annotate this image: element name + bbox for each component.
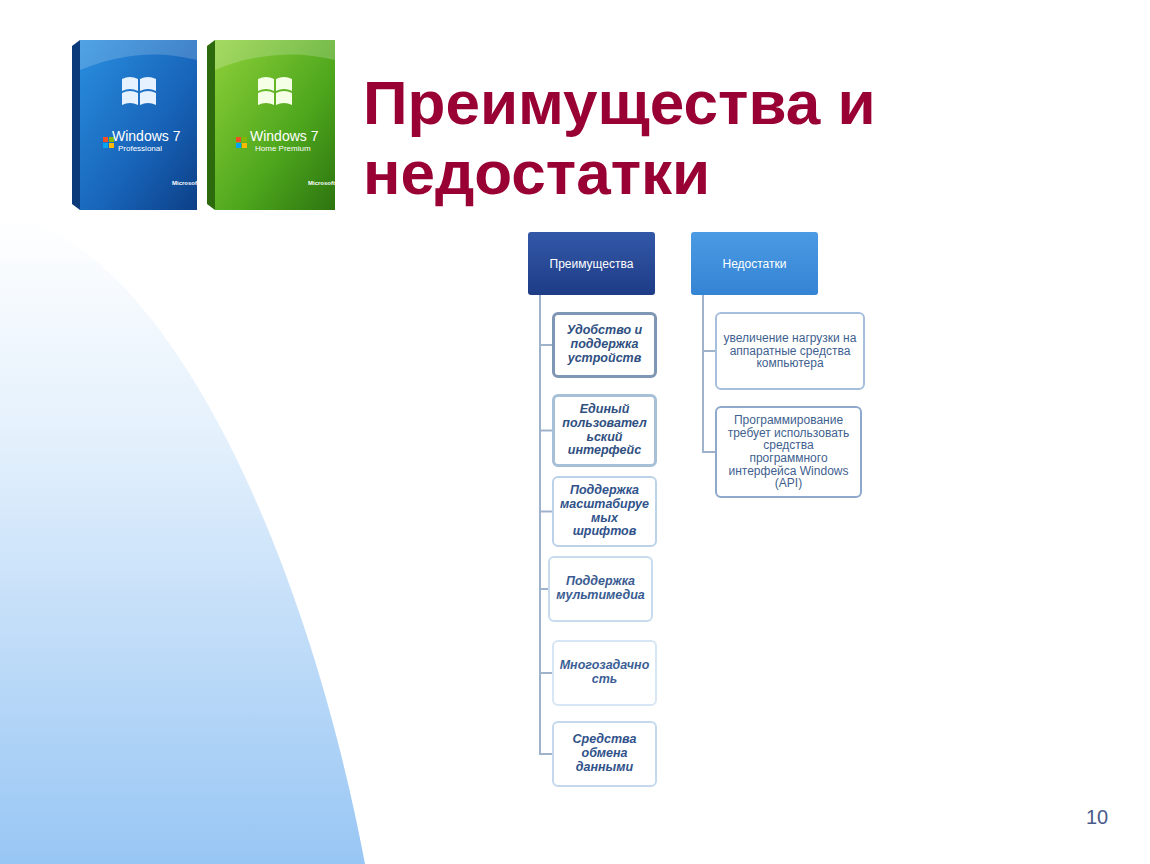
page-number: 10: [1086, 806, 1108, 829]
category-header: Преимущества: [528, 232, 655, 295]
box-text: Поддержка мультимедиа: [554, 575, 647, 603]
tree-connector: [540, 295, 552, 431]
advantage-box: Многозадачность: [552, 640, 657, 706]
tree-connector: [540, 295, 552, 754]
advantage-box: Поддержка масштабируемых шрифтов: [552, 476, 657, 547]
box-text: Поддержка масштабируемых шрифтов: [558, 484, 651, 539]
box-text: Удобство и поддержка устройств: [559, 324, 650, 365]
disadvantage-box: увеличение нагрузки на аппаратные средст…: [715, 312, 865, 390]
advantage-box: Средства обмена данными: [552, 721, 657, 787]
tree-connector: [703, 295, 715, 351]
category-header: Недостатки: [691, 232, 818, 295]
brand-name: Microsoft: [308, 180, 335, 187]
green-box: [207, 40, 335, 210]
advantage-box: Поддержка мультимедиа: [548, 556, 653, 622]
box-text: Недостатки: [691, 257, 818, 271]
tree-connector: [703, 295, 715, 452]
advantage-box: Удобство и поддержка устройств: [552, 312, 657, 378]
box-text: Программирование требует использовать ср…: [723, 414, 854, 490]
box-text: Единый пользовательский интерфейс: [559, 403, 650, 458]
box-text: Средства обмена данными: [558, 733, 651, 774]
box-text: Преимущества: [528, 257, 655, 271]
tree-connector: [540, 295, 548, 589]
windows-boxes: [0, 0, 400, 230]
edition-name: Professional: [118, 144, 162, 153]
edition-name: Home Premium: [255, 144, 311, 153]
product-name: Windows 7: [112, 128, 180, 144]
box-text: увеличение нагрузки на аппаратные средст…: [723, 332, 857, 370]
disadvantage-box: Программирование требует использовать ср…: [715, 406, 862, 498]
tree-connector: [540, 295, 552, 512]
slide-title: Преимущества и недостатки: [363, 68, 943, 208]
advantage-box: Единый пользовательский интерфейс: [552, 394, 657, 467]
tree-connector: [540, 295, 552, 345]
product-name: Windows 7: [250, 128, 318, 144]
brand-name: Microsoft: [172, 180, 199, 187]
box-text: Многозадачность: [558, 659, 651, 687]
